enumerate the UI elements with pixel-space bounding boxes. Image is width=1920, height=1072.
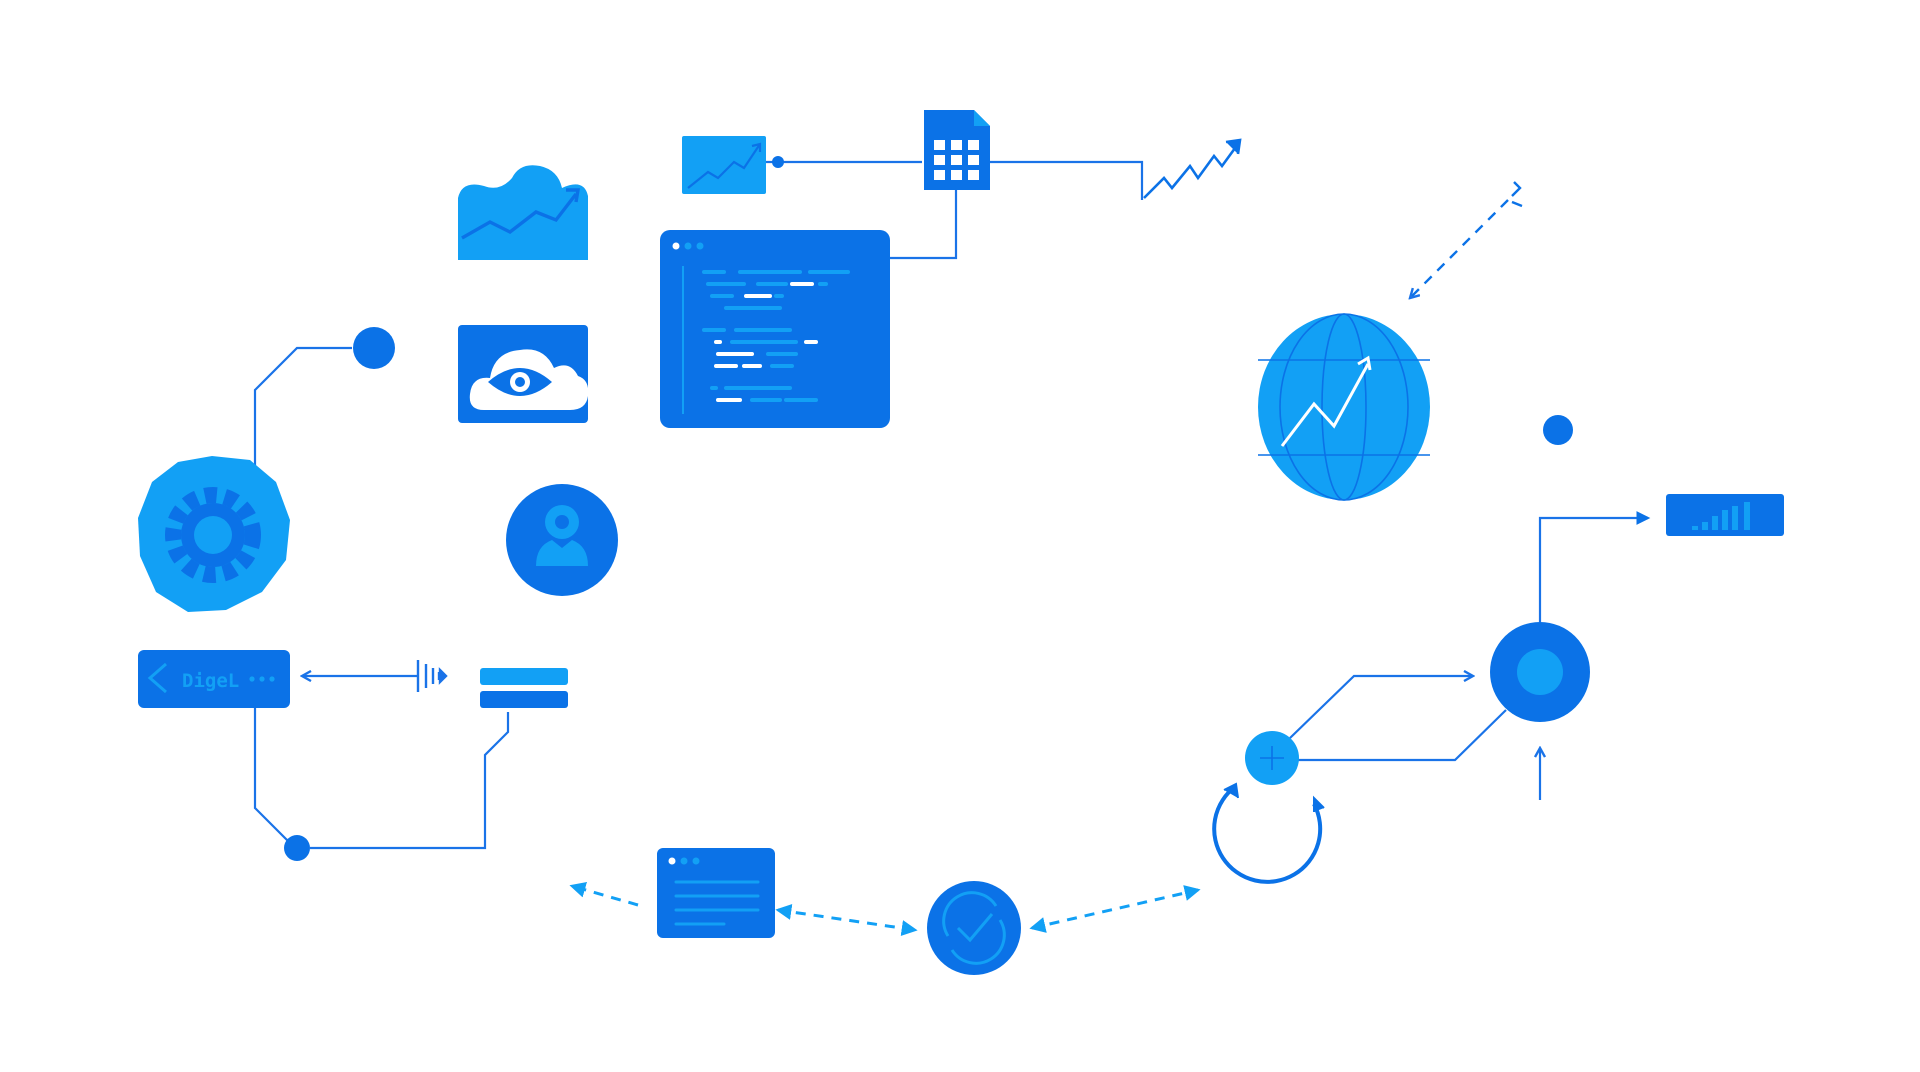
code-lines [702,270,850,402]
connector-gear-dot [253,346,352,472]
junction-dot-bottom[interactable] [284,835,310,861]
globe-trend-arrowhead [1357,355,1372,371]
connector-sheet-code [888,190,958,260]
code-chip[interactable]: DigeL [138,650,290,708]
connector-sheet-trend [987,160,1144,200]
line-chart-bg [682,136,766,194]
area-chart-line [461,192,578,240]
junction-dot-chart [772,156,784,168]
refresh-cycle[interactable] [1212,782,1325,884]
dashed-to-globe [1410,199,1509,298]
document-window-bg [657,848,775,938]
check-sync-badge[interactable] [927,881,1021,975]
window-dot-3 [696,242,704,250]
target-node[interactable] [1490,622,1590,722]
globe-grid [1258,313,1430,501]
connector-chip-bottom [253,706,298,847]
line-chart-card[interactable] [682,136,766,194]
incoming-hook [1511,181,1523,208]
chevron-left-icon [147,662,167,694]
cloud-eye-icon [469,349,589,410]
more-dot-2 [259,676,265,682]
area-chart-arrowhead [566,188,581,203]
more-dot-1 [249,676,255,682]
signal-icon[interactable] [416,660,448,692]
dashed-check-hub [1029,885,1201,933]
gear-icon [165,487,261,583]
connector-hub-target-lower [1290,709,1507,762]
window-dot-2 [684,242,692,250]
line-chart-arrowhead [751,142,762,152]
refresh-cycle-icon [1212,784,1323,884]
hub-node-icon [1260,746,1284,770]
area-chart-icon [458,165,588,260]
doc-dot-1 [668,857,676,865]
junction-dot-right[interactable] [1543,415,1573,445]
window-dot-1 [672,242,680,250]
globe-trend-icon [1280,363,1370,447]
trend-arrow-icon[interactable] [1143,138,1242,199]
dashed-incoming [1410,199,1509,298]
spreadsheet-fold [974,110,990,126]
dashed-doc-left [569,882,639,907]
cloud-eye-card[interactable] [458,325,589,423]
more-dot-3 [269,676,275,682]
refresh-arrow-left [1223,782,1239,799]
connectors [253,160,1651,850]
check-sync-icon [942,891,1006,965]
area-chart-card[interactable] [458,165,588,260]
dashed-connectors [569,882,1201,936]
doc-dot-3 [692,857,700,865]
refresh-arrow-right [1313,795,1325,812]
gear-badge[interactable] [138,456,290,612]
user-badge[interactable] [506,484,618,596]
connector-target-bars [1538,511,1651,622]
code-chip-label: DigeL [182,670,239,692]
user-icon [536,505,588,566]
connector-hub-target-upper [1289,676,1473,739]
hub-node[interactable] [1245,731,1299,785]
bar-chart-icon [1692,502,1750,530]
check-sync-bg [927,881,1021,975]
spreadsheet-card[interactable] [924,110,990,190]
code-chip-bg [138,650,290,708]
doc-dot-2 [680,857,688,865]
code-window[interactable] [660,230,890,428]
globe-card[interactable] [1258,313,1430,501]
stack-top [480,668,568,685]
stack-bottom [480,691,568,708]
bar-chart-card[interactable] [1666,494,1784,536]
target-node-icon [1517,649,1563,695]
dashed-doc-check [775,904,918,936]
line-chart-icon [687,143,761,189]
document-window[interactable] [657,848,775,938]
junction-dot-top[interactable] [353,327,395,369]
stack-icon[interactable] [480,668,568,708]
user-badge-bg [506,484,618,596]
connector-dot-stack [310,712,510,850]
document-window-icon [674,880,760,926]
spreadsheet-grid [934,140,979,180]
